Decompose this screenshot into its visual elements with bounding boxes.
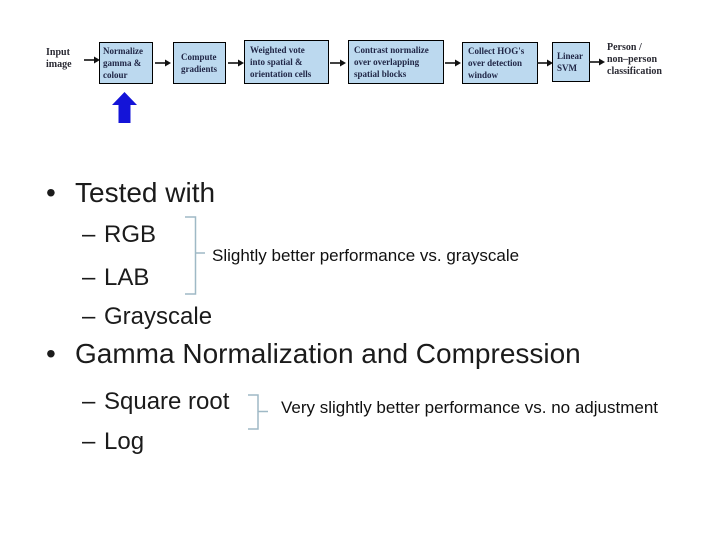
- pipeline-box-normalize-gamma: Normalize gamma & colour: [99, 42, 153, 84]
- dash-marker: –: [82, 303, 96, 330]
- pipeline-input-label-line2: image: [46, 59, 72, 70]
- pipeline-input-label-line1: Input: [46, 47, 70, 58]
- pipeline-box-collect-hogs: Collect HOG's over detection window: [462, 42, 538, 84]
- brace-square-root-icon: [248, 394, 268, 430]
- pipeline-box-compute-gradients: Compute gradients: [173, 42, 226, 84]
- bullet-tested-with: • Tested with: [46, 177, 215, 209]
- arrow-right-icon: [589, 58, 605, 66]
- box-line: Normalize: [103, 46, 143, 56]
- box-line: spatial blocks: [354, 69, 407, 79]
- sub-bullet-log-label: Log: [104, 428, 145, 455]
- box-line: Weighted vote: [250, 45, 305, 55]
- pipeline-box-weighted-vote: Weighted vote into spatial & orientation…: [244, 40, 329, 84]
- sub-bullet-lab: – LAB: [82, 264, 149, 292]
- pipeline-box-contrast-normalize: Contrast normalize over overlapping spat…: [348, 40, 444, 84]
- arrow-right-icon: [84, 56, 100, 64]
- bullet-marker: •: [46, 177, 56, 208]
- pipeline-output-label-line3: classification: [607, 66, 662, 77]
- sub-bullet-rgb-label: RGB: [104, 221, 157, 248]
- sub-bullet-grayscale-label: Grayscale: [104, 303, 213, 330]
- arrow-right-icon: [155, 59, 171, 67]
- sub-bullet-rgb: – RGB: [82, 221, 156, 249]
- dash-marker: –: [82, 221, 96, 248]
- highlight-up-arrow-icon: [112, 92, 137, 123]
- arrow-right-icon: [330, 59, 346, 67]
- box-line: Contrast normalize: [354, 45, 429, 55]
- pipeline-box-linear-svm: Linear SVM: [552, 42, 590, 82]
- pipeline-output-label-line1: Person /: [607, 42, 642, 53]
- brace-rgb-lab-icon: [185, 216, 205, 295]
- sub-bullet-square-root-label: Square root: [104, 388, 230, 415]
- box-line: Collect HOG's: [468, 46, 525, 56]
- bullet-marker: •: [46, 338, 56, 369]
- annotation-gamma-compression: Very slightly better performance vs. no …: [281, 398, 659, 417]
- box-line: over overlapping: [354, 57, 420, 67]
- sub-bullet-grayscale: – Grayscale: [82, 303, 212, 331]
- arrow-right-icon: [537, 59, 553, 67]
- box-line: window: [468, 70, 499, 80]
- sub-bullet-square-root: – Square root: [82, 388, 229, 416]
- annotation-color-spaces: Slightly better performance vs. grayscal…: [212, 246, 520, 265]
- box-line: orientation cells: [250, 69, 312, 79]
- box-line: into spatial &: [250, 57, 303, 67]
- sub-bullet-lab-label: LAB: [104, 264, 150, 291]
- arrow-right-icon: [228, 59, 244, 67]
- dash-marker: –: [82, 264, 96, 291]
- arrow-right-icon: [445, 59, 461, 67]
- box-line: gradients: [181, 64, 217, 74]
- box-line: over detection: [468, 58, 523, 68]
- box-line: SVM: [557, 63, 577, 73]
- dash-marker: –: [82, 428, 96, 455]
- dash-marker: –: [82, 388, 96, 415]
- pipeline-output-label-line2: non–person: [607, 54, 658, 65]
- pipeline-output-label: Person / non–person classification: [607, 42, 662, 78]
- box-line: Linear: [557, 51, 583, 61]
- box-line: Compute: [181, 52, 217, 62]
- box-line: colour: [103, 70, 128, 80]
- bullet-tested-with-label: Tested with: [75, 177, 216, 208]
- sub-bullet-log: – Log: [82, 428, 144, 456]
- bullet-gamma-normalization-label: Gamma Normalization and Compression: [75, 338, 581, 369]
- bullet-gamma-normalization: • Gamma Normalization and Compression: [46, 338, 581, 370]
- box-line: gamma &: [103, 58, 142, 68]
- pipeline-input-label: Input image: [46, 47, 72, 71]
